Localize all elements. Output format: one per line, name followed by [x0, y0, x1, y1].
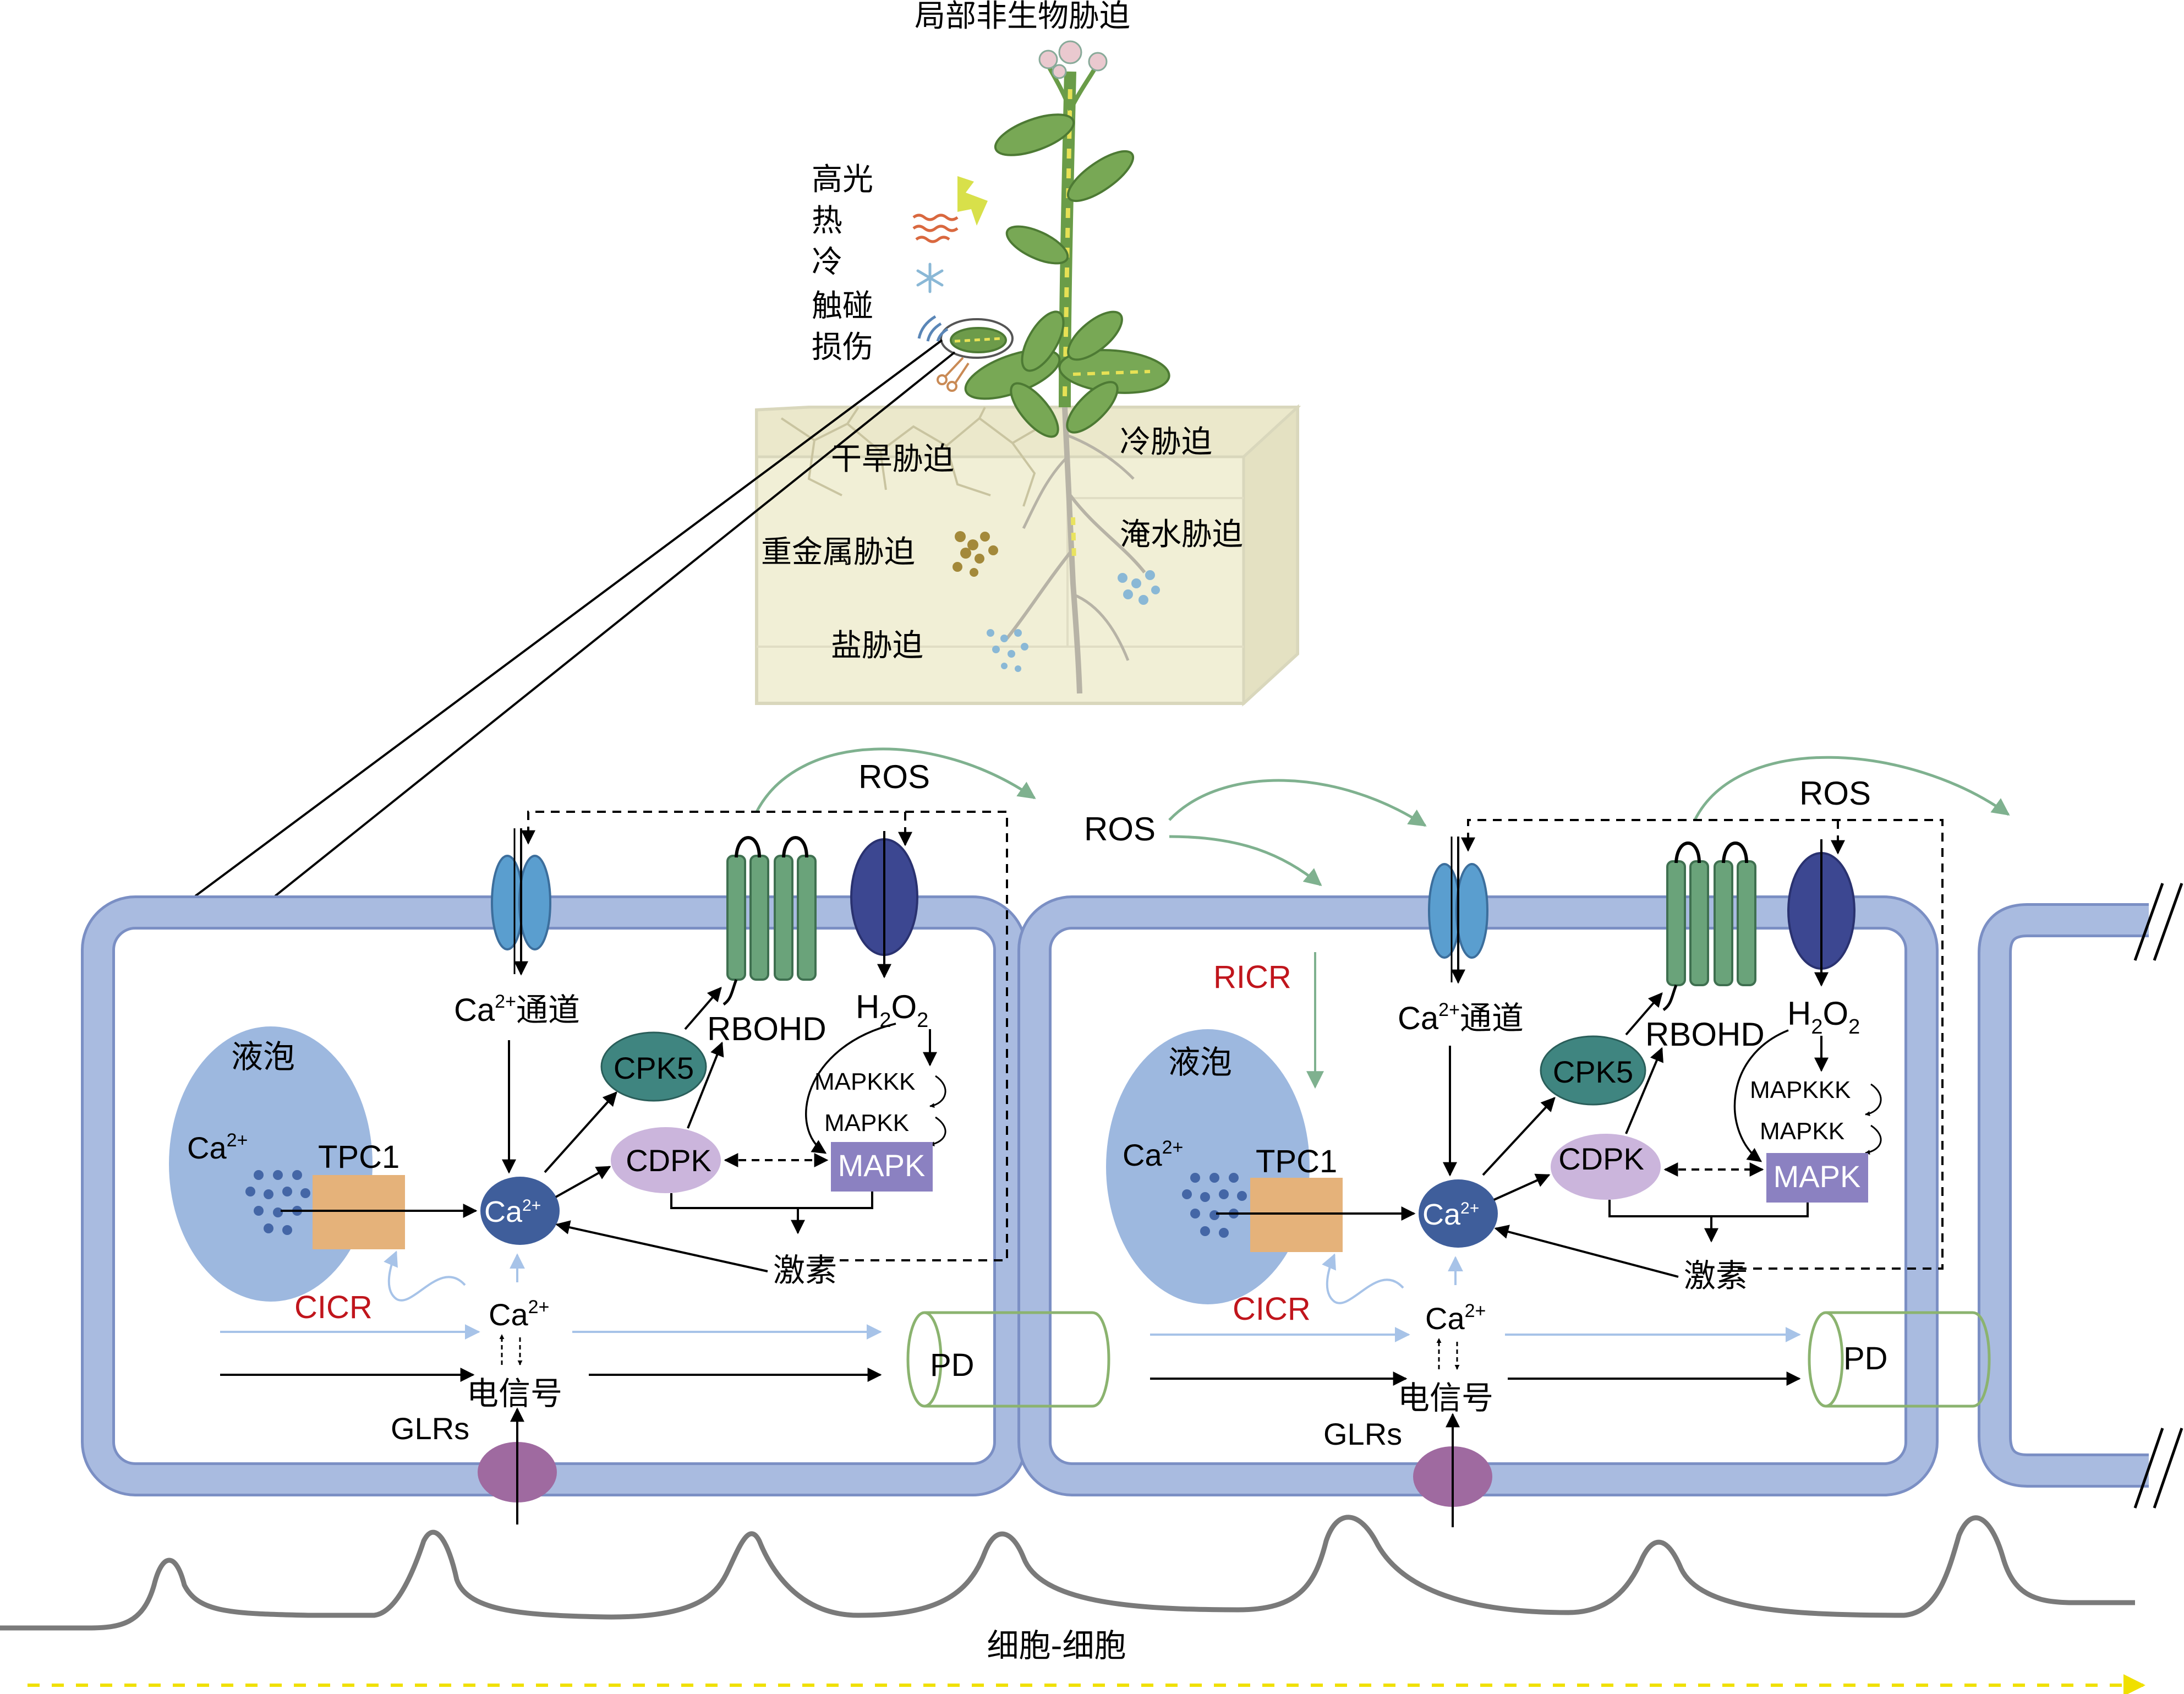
cell-1-ca-lower-label: Ca2+	[489, 1297, 549, 1332]
cell-2-cpk5	[1540, 1035, 1646, 1106]
cell-1-ros-label: ROS	[858, 758, 930, 795]
heat-icon	[912, 214, 959, 243]
cell-1-vacuole-label: 液泡	[231, 1038, 295, 1075]
soil-box	[755, 404, 1301, 707]
lightning-icon	[957, 176, 988, 226]
cell-1-pd	[906, 1311, 1110, 1408]
cell-1-cdpk	[611, 1127, 721, 1193]
cell-2-tpc1-label: TPC1	[1256, 1144, 1337, 1179]
cell-2-rbohd-label: RBOHD	[1645, 1016, 1765, 1053]
scissors-icon	[937, 357, 970, 392]
cell-1: ROS Ca2+通道 RBOHD H2O2 CPK5 MAPKKK	[169, 758, 1110, 1524]
snowflake-icon	[916, 263, 944, 293]
stressed-leaf-circle	[940, 318, 1014, 359]
cell-2-pd-label: PD	[1843, 1341, 1888, 1376]
cell-2-ca-channel	[1428, 837, 1488, 984]
cell-2-mapk-label: MAPK	[1774, 1159, 1861, 1194]
cell-1-hormone-label: 激素	[773, 1252, 837, 1289]
cell-2-cicr-label: CICR	[1233, 1291, 1311, 1327]
cell-1-rbohd-label: RBOHD	[707, 1010, 826, 1047]
cell-2-electric-label: 电信号	[1398, 1379, 1493, 1417]
cell-1-cpk5	[600, 1031, 707, 1102]
stimulus-high-light-label: 高光	[812, 162, 873, 198]
stimulus-icons	[912, 176, 988, 392]
middle-ros-label: ROS	[1084, 811, 1156, 848]
cell-2-hormone-label: 激素	[1684, 1257, 1748, 1294]
cell-2-ricr-label: RICR	[1213, 959, 1291, 995]
soil-cold-label: 冷胁迫	[1120, 424, 1212, 460]
cell-1-mapk-label: MAPK	[838, 1148, 926, 1183]
cell-1-rbohd	[722, 836, 817, 1006]
cell-2-ca-center-label: Ca2+	[1422, 1198, 1479, 1231]
stimulus-touch-label: 触碰	[812, 288, 873, 324]
stimulus-wound-label: 损伤	[812, 330, 873, 365]
cell-1-ca-channel-label: Ca2+通道	[454, 991, 580, 1029]
soil-drought-label: 干旱胁迫	[831, 441, 954, 477]
cell-1-cpk5-label: CPK5	[614, 1051, 694, 1085]
cell-2-mapkkk-label: MAPKKK	[1750, 1076, 1851, 1103]
cell-1-cdpk-label: CDPK	[626, 1143, 711, 1178]
zoom-line-left	[194, 339, 943, 897]
cell-1-tpc1	[313, 1175, 405, 1249]
heavy-metal-dots	[953, 531, 998, 577]
cell-to-cell-label: 细胞-细胞	[987, 1627, 1126, 1664]
stimulus-cold-label: 冷	[812, 244, 842, 280]
salt-dots	[987, 629, 1028, 672]
cell-2-rbohd	[1662, 841, 1756, 1012]
cell-2-ca-blob	[1419, 1179, 1498, 1248]
cell-1-ca-channel	[491, 828, 551, 976]
plant-title: 局部非生物胁迫	[915, 0, 1130, 34]
ros-propagation-arrows	[755, 747, 2010, 887]
cell-1-electric-label: 电信号	[467, 1375, 562, 1412]
cell-2-cdpk-label: CDPK	[1558, 1141, 1644, 1176]
cell-1-mapk-box	[831, 1142, 933, 1192]
cell-1-ca-dots	[245, 1170, 310, 1235]
stimulus-heat-label: 热	[812, 203, 842, 239]
cell-2-mapk-box	[1766, 1153, 1868, 1203]
soil-heavy-metal-label: 重金属胁迫	[761, 534, 915, 570]
cell-2-glrs-label: GLRs	[1323, 1417, 1402, 1451]
flooding-dots	[1118, 570, 1160, 605]
plant-shoot	[940, 40, 1170, 438]
signal-waveform	[0, 1515, 2135, 1631]
cell-2-ca-channel-label: Ca2+通道	[1398, 999, 1524, 1037]
cell-1-tpc1-label: TPC1	[318, 1139, 399, 1175]
cell-1-glrs-label: GLRs	[391, 1411, 469, 1446]
cell-2-pd	[1808, 1311, 1991, 1408]
cell-1-mapkkk-label: MAPKKK	[814, 1068, 915, 1095]
touch-icon	[917, 315, 949, 342]
soil-salt-label: 盐胁迫	[831, 628, 923, 664]
cell-2-ca-lower-label: Ca2+	[1425, 1300, 1486, 1336]
cell-2-vacuole-label: 液泡	[1168, 1043, 1232, 1081]
soil-flooding-label: 淹水胁迫	[1120, 517, 1243, 553]
cell-1-cicr-label: CICR	[294, 1289, 373, 1325]
cell-1-mapkk-label: MAPKK	[824, 1110, 909, 1136]
cell-2-ros-label: ROS	[1799, 775, 1871, 812]
cell-2-cdpk	[1551, 1134, 1661, 1200]
cell-2: ROS RICR Ca2+通道 RBOHD H2O2 CPK5 MAPKKK M…	[1106, 775, 1991, 1527]
cell-3-membrane	[1978, 903, 2149, 1488]
zoom-line-right	[274, 351, 956, 897]
cell-2-feedback-loop	[1461, 819, 1944, 1270]
break-marks-icon	[2133, 883, 2183, 1509]
cell-1-pd-label: PD	[930, 1347, 975, 1383]
plant-illustration: 局部非生物胁迫	[194, 0, 1301, 897]
cell-2-cpk5-label: CPK5	[1553, 1054, 1633, 1089]
cell-1-ca-blob	[480, 1177, 560, 1245]
cell-2-h2o2-label: H2O2	[1787, 995, 1860, 1039]
cell-2-tpc1	[1250, 1178, 1343, 1252]
cell-2-mapkk-label: MAPKK	[1760, 1118, 1844, 1145]
